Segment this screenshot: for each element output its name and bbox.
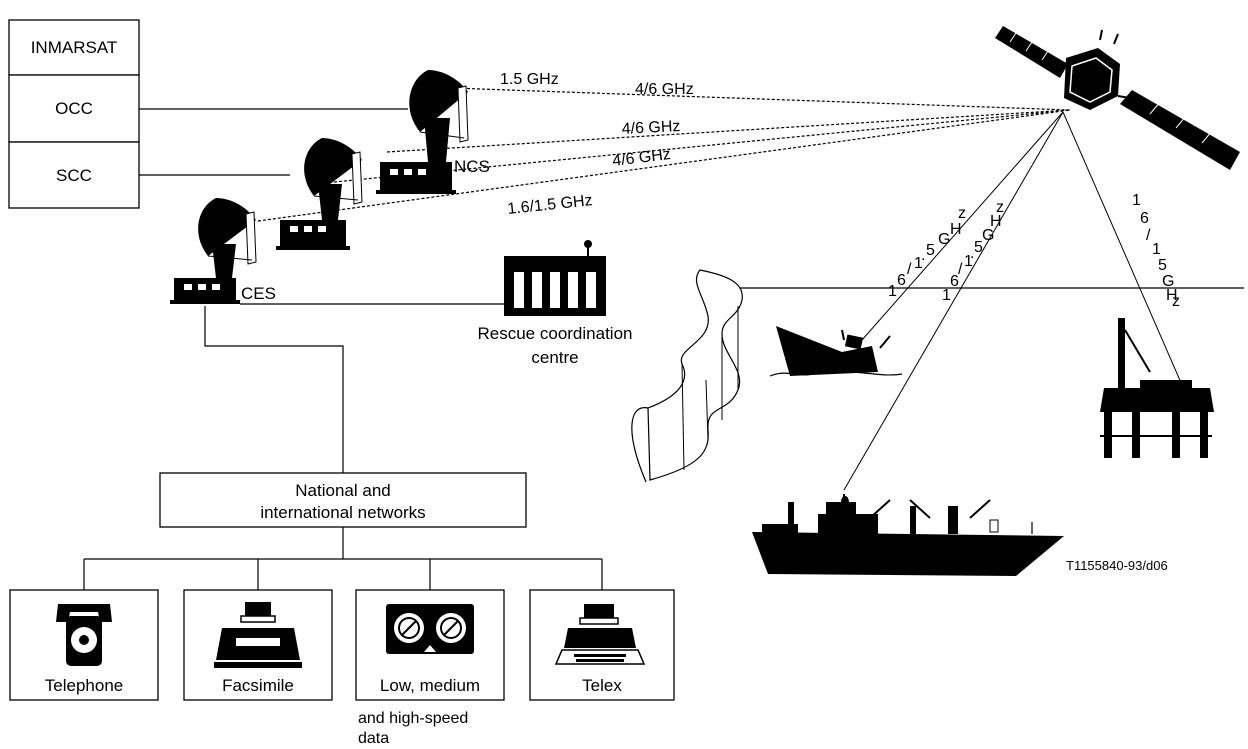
ship-link-char: / — [958, 261, 963, 278]
occ-box — [8, 74, 140, 143]
wreck-link-char: / — [907, 261, 912, 278]
rescue-coordination-centre: Rescue coordination centre — [478, 240, 633, 367]
cargo-ship-icon — [752, 494, 1064, 576]
wreck-link-char: . — [921, 247, 925, 264]
wreck-link-char: 6 — [897, 272, 906, 289]
satellite-icon — [995, 26, 1240, 170]
ces-link — [257, 109, 1071, 222]
networks-box — [159, 472, 527, 528]
platform-link-char: G — [1162, 273, 1174, 290]
dish-antenna-icon — [376, 70, 469, 194]
wreck-link-char: G — [938, 231, 950, 248]
ship-link-label: 1 6 / 1 . 5 G H z — [942, 199, 1004, 304]
ship-link-char: 5 — [974, 239, 983, 256]
link-label-ncs-feeder: 4/6 GHz — [635, 81, 694, 98]
ship-link-char: G — [982, 227, 994, 244]
data-label-line1: Low, medium — [380, 676, 480, 695]
shoreline — [631, 269, 743, 483]
ship-link-line — [843, 111, 1064, 491]
ncs-label: NCS — [454, 157, 490, 176]
terminal-data: Low, medium — [355, 589, 505, 701]
ces-to-networks-wire — [204, 306, 344, 473]
platform-link-char: 6 — [1140, 210, 1149, 227]
building-icon — [504, 240, 606, 316]
link-label-ces-feeder: 4/6 GHz — [611, 146, 671, 170]
link-label-ncs-feeder-2: 4/6 GHz — [621, 118, 680, 138]
ship-link-char: 6 — [950, 273, 959, 290]
fax-icon — [214, 602, 302, 668]
ncs-feeder-link — [386, 109, 1071, 153]
networks-label-line2: international networks — [260, 503, 425, 522]
platform-link-char: / — [1146, 227, 1151, 244]
link-label-l-band: 1.6/1.5 GHz — [507, 192, 594, 218]
wreck-link-char: z — [958, 205, 966, 222]
wreck-link-char: H — [950, 221, 962, 238]
wreck-link-char: 1 — [914, 255, 923, 272]
ship-link-char: 1 — [942, 287, 951, 304]
platform-link-line — [1062, 111, 1183, 386]
terminal-telex: Telex — [529, 589, 675, 701]
oil-platform-icon — [1100, 318, 1214, 458]
data-label-line2: and high-speed — [358, 710, 468, 727]
occ-label: OCC — [55, 99, 93, 118]
ship-link-char: z — [996, 199, 1004, 216]
secondary-station — [276, 138, 363, 250]
wreck-link-char: 1 — [888, 283, 897, 300]
rcc-label-line1: Rescue coordination — [478, 324, 633, 343]
tape-drive-icon — [386, 604, 474, 654]
dish-antenna-icon — [170, 198, 257, 304]
dish-antenna-icon — [276, 138, 363, 250]
scc-label: SCC — [56, 166, 92, 185]
ncs-station: NCS — [376, 70, 490, 194]
networks-label-line1: National and — [295, 481, 390, 500]
ship-link-char: H — [990, 213, 1002, 230]
inmarsat-stack: INMARSAT OCC SCC — [8, 19, 140, 209]
feeder-links — [257, 87, 1071, 222]
platform-link-char: z — [1172, 293, 1180, 310]
ncs-top-link — [451, 87, 1071, 111]
platform-link-char: 1 — [1152, 241, 1161, 258]
ces-label: CES — [241, 284, 276, 303]
facsimile-label: Facsimile — [222, 676, 294, 695]
link-label-ncs-up: 1.5 GHz — [500, 71, 559, 88]
figure-id: T1155840-93/d06 — [1066, 558, 1168, 573]
terminal-telephone: Telephone — [9, 589, 159, 701]
inmarsat-label: INMARSAT — [31, 38, 118, 57]
telex-icon — [554, 604, 646, 665]
data-label-line3: data — [358, 730, 389, 747]
ship-link-char: 1 — [964, 253, 973, 270]
rcc-label-line2: centre — [531, 348, 578, 367]
scc-box — [8, 141, 140, 209]
sinking-ship-icon — [769, 326, 903, 377]
networks: National and international networks — [83, 472, 603, 590]
inmarsat-box — [8, 19, 140, 76]
ces-station: CES — [170, 198, 276, 304]
wreck-link-char: 5 — [926, 242, 935, 259]
wreck-link-label: 1 6 / 1 . 5 G H z — [888, 205, 966, 300]
ship-link-char: . — [970, 245, 974, 262]
mobile-links — [843, 111, 1183, 491]
wreck-link-line — [861, 111, 1064, 341]
telephone-icon — [56, 604, 112, 666]
platform-link-char: 5 — [1158, 257, 1167, 274]
telex-label: Telex — [582, 676, 622, 695]
platform-link-char: 1 — [1132, 192, 1141, 209]
telephone-label: Telephone — [45, 676, 123, 695]
platform-link-label: 1 6 / 1 5 G H z — [1132, 192, 1180, 310]
platform-link-char: H — [1166, 287, 1178, 304]
terminal-facsimile: Facsimile — [183, 589, 333, 701]
